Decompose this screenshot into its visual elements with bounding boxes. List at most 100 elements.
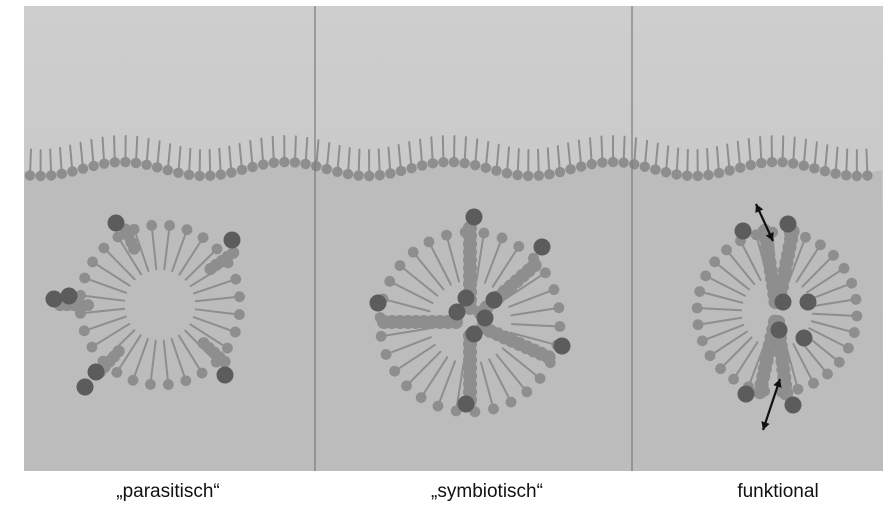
lipid-head — [618, 157, 628, 167]
guest-lipid-segment — [219, 356, 231, 368]
guest-molecule — [554, 338, 571, 355]
lipid-head — [714, 168, 724, 178]
lipid-head — [534, 170, 544, 180]
lipid-head — [852, 171, 862, 181]
lipid-head — [25, 170, 35, 180]
lipid-head — [721, 245, 732, 256]
guest-lipid-segment — [542, 350, 556, 364]
lipid-head — [555, 167, 565, 177]
lipid-head — [131, 158, 141, 168]
lipid-head — [597, 157, 607, 167]
lipid-head — [640, 162, 650, 172]
guest-molecule — [738, 386, 755, 403]
lipid-head — [523, 171, 533, 181]
lipid-head — [67, 166, 77, 176]
lipid-head — [164, 220, 175, 231]
lipid-head — [385, 168, 395, 178]
lipid-head — [194, 171, 204, 181]
lipid-head — [705, 350, 716, 361]
lipid-head — [98, 243, 109, 254]
lipid-head — [417, 160, 427, 170]
lipid-head — [839, 263, 850, 274]
lipid-head — [364, 171, 374, 181]
lipid-head — [226, 167, 236, 177]
guest-lipid-segment — [753, 385, 767, 399]
lipid-head — [521, 386, 532, 397]
lipid-head — [809, 163, 819, 173]
guest-lipid-segment — [227, 247, 239, 259]
lipid-head — [205, 171, 215, 181]
panel-label-parasitic: „parasitisch“ — [68, 481, 268, 503]
guest-molecule — [449, 304, 466, 321]
guest-molecule — [458, 396, 475, 413]
guest-molecule — [800, 294, 817, 311]
lipid-head — [843, 343, 854, 354]
guest-molecule — [775, 294, 792, 311]
lipid-head — [693, 319, 704, 330]
guest-lipid-segment — [528, 258, 542, 272]
guest-molecule — [224, 232, 241, 249]
lipid-head — [565, 164, 575, 174]
guest-molecule — [486, 292, 503, 309]
lipid-head — [120, 157, 130, 167]
lipid-head — [506, 397, 517, 408]
guest-molecule — [217, 367, 234, 384]
lipid-head — [693, 171, 703, 181]
lipid-head — [79, 273, 90, 284]
lipid-head — [735, 162, 745, 172]
lipid-head — [703, 170, 713, 180]
lipid-head — [163, 379, 174, 390]
lipid-head — [406, 163, 416, 173]
lipid-head — [587, 159, 597, 169]
lipid-head — [180, 375, 191, 386]
guest-molecule — [370, 295, 387, 312]
lipid-head — [212, 243, 223, 254]
lipid-head — [237, 165, 247, 175]
lipid-head — [682, 171, 692, 181]
lipid-head — [470, 160, 480, 170]
lipid-head — [815, 239, 826, 250]
lipid-head — [401, 380, 412, 391]
lipid-head — [198, 232, 209, 243]
lipid-head — [416, 392, 427, 403]
lipid-head — [709, 256, 720, 267]
lipid-head — [692, 303, 703, 314]
lipid-head — [852, 311, 863, 322]
lipid-head — [145, 379, 156, 390]
lipid-head — [311, 161, 321, 171]
lipid-head — [197, 368, 208, 379]
lipid-head — [661, 167, 671, 177]
lipid-head — [449, 157, 459, 167]
lipid-head — [163, 165, 173, 175]
lipid-head — [808, 378, 819, 389]
lipid-head — [57, 169, 67, 179]
lipid-head — [184, 170, 194, 180]
lipid-head — [830, 168, 840, 178]
panel-label-symbiotic: „symbiotisch“ — [387, 481, 587, 503]
guest-lipid-segment — [377, 315, 391, 329]
lipid-head — [247, 162, 257, 172]
guest-molecule — [466, 326, 483, 343]
lipid-head — [788, 158, 798, 168]
guest-molecule — [796, 330, 813, 347]
lipid-head — [554, 321, 565, 332]
lipid-head — [395, 260, 406, 271]
lipid-head — [502, 168, 512, 178]
lipid-head — [424, 237, 435, 248]
lipid-head — [290, 157, 300, 167]
lipid-head — [78, 163, 88, 173]
lipid-head — [544, 169, 554, 179]
guest-molecule — [88, 364, 105, 381]
guest-molecule — [458, 290, 475, 307]
lipid-head — [553, 302, 564, 313]
lipid-head — [389, 366, 400, 377]
lipid-head — [322, 164, 332, 174]
lipid-head — [381, 349, 392, 360]
lipid-head — [512, 170, 522, 180]
lipid-head — [756, 158, 766, 168]
lipid-head — [441, 230, 452, 241]
lipid-head — [481, 163, 491, 173]
lipid-head — [513, 241, 524, 252]
guest-molecule — [46, 291, 63, 308]
